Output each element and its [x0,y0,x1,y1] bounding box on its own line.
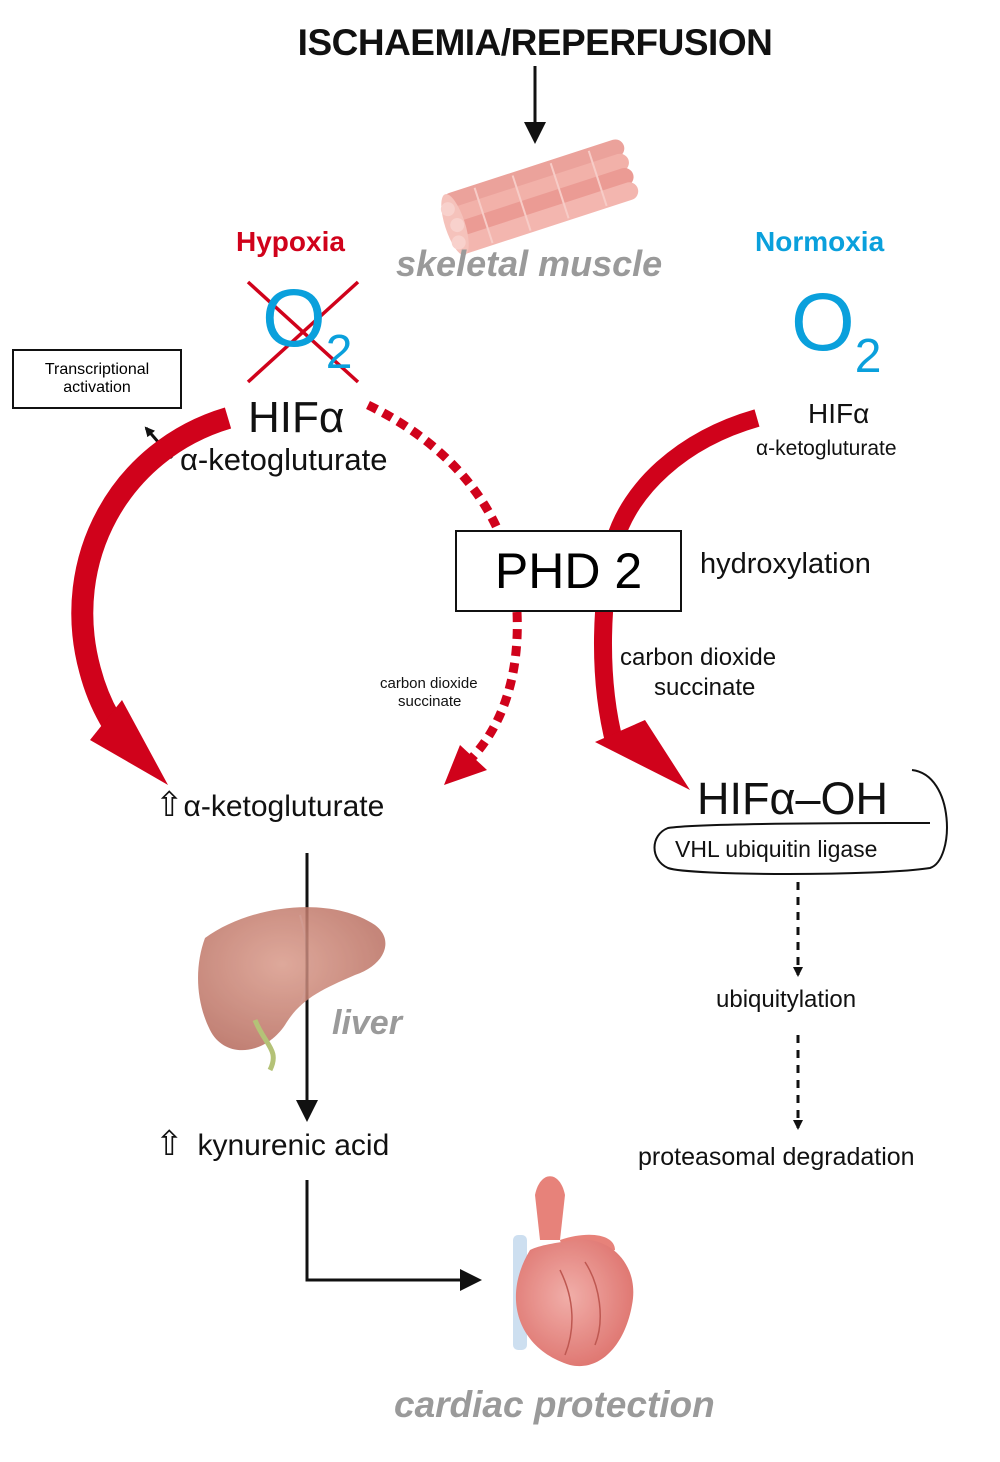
skeletal-muscle-illustration [440,139,639,256]
up-arrow-icon-2: ⇧ [155,1125,184,1163]
kynurenic-increase: ⇧ kynurenic acid [155,1127,389,1161]
main-title: ISCHAEMIA/REPERFUSION [297,22,773,63]
up-arrow-icon: ⇧ [155,786,184,824]
hypoxia-o2-subscript: 2 [325,326,353,379]
normoxia-label: Normoxia [755,226,885,257]
hif-oh-label: HIFα–OH [697,773,889,824]
hypoxia-o2: O2 [262,278,353,377]
hypoxia-o2-symbol: O [262,273,326,364]
hif-oh-outline [653,769,948,875]
akg-increase: ⇧α-ketogluturate [155,788,384,822]
transcriptional-activation-box: Transcriptional activation [12,349,182,409]
akg-increase-label: α-ketogluturate [183,790,385,823]
transcriptional-line1: Transcriptional [44,360,150,378]
normoxia-byproduct-succinate: succinate [654,674,756,701]
hypoxia-red-arrowhead [90,700,168,785]
kynurenic-label: kynurenic acid [197,1129,390,1162]
normoxia-hif-label: HIFα [808,398,870,429]
hypoxia-byproduct-co2: carbon dioxide [380,675,478,692]
normoxia-akg-label: α-ketogluturate [756,437,897,460]
liver-illustration [198,907,386,1072]
hydroxylation-label: hydroxylation [700,548,871,580]
kynurenic-to-heart-arrow [305,1180,482,1291]
ubiquitylation-label: ubiquitylation [716,986,857,1013]
normoxia-o2: O2 [791,282,882,381]
skeletal-muscle-label: skeletal muscle [396,243,663,284]
normoxia-red-arrowhead [595,720,690,790]
normoxia-byproduct-co2: carbon dioxide [620,644,777,671]
heart-illustration [513,1176,634,1367]
hypoxia-hif-label: HIFα [248,393,345,442]
phd2-label: PHD 2 [494,543,643,599]
transcriptional-line2: activation [63,379,131,396]
vhl-ligase-label: VHL ubiquitin ligase [675,836,878,862]
hypoxia-akg-label: α-ketogluturate [180,442,388,477]
hypoxia-byproduct-succinate: succinate [398,693,462,710]
phd-to-akg-dotted-arrow [464,611,522,766]
phd2-enzyme-box: PHD 2 [455,530,682,612]
normoxia-o2-subscript: 2 [854,330,882,383]
hif-to-phd-dotted-arrow [366,400,502,530]
proteasomal-degradation-label: proteasomal degradation [638,1143,915,1171]
phd-to-akg-arrowhead [444,745,487,785]
o2-cross-mark [246,280,360,384]
cardiac-protection-label: cardiac protection [394,1384,715,1425]
normoxia-o2-symbol: O [791,277,855,368]
hypoxia-label: Hypoxia [236,226,345,257]
liver-label: liver [332,1004,402,1042]
